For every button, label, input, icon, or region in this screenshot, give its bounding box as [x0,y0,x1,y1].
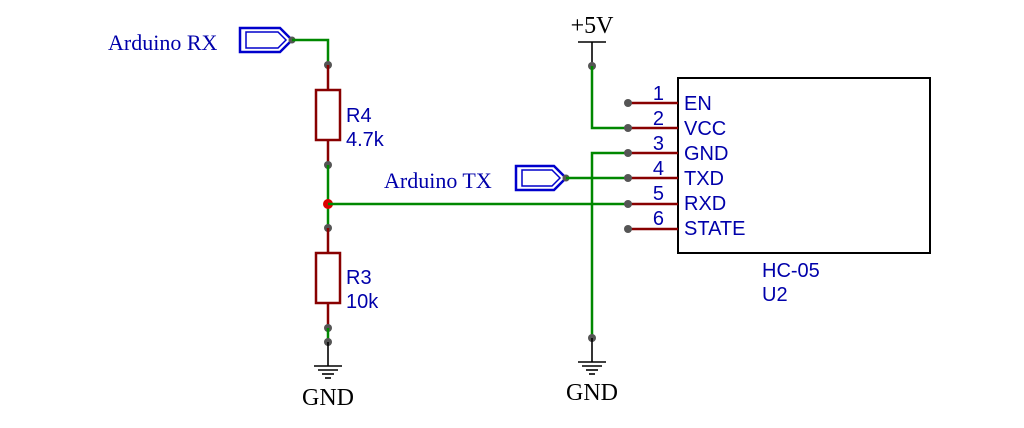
ground-left-symbol [314,365,342,379]
arduino-rx-label: Arduino RX [108,30,218,55]
pin-3-name: GND [684,143,728,165]
module-name: HC-05 [762,260,820,282]
vcc-label: +5V [571,13,615,39]
pin-3-number: 3 [653,133,664,155]
resistor-r3 [314,251,342,305]
r3-ref: R3 [346,267,372,289]
wire-rx-to-r4 [292,38,330,65]
ground-right-symbol [578,361,606,375]
arduino-tx-label: Arduino TX [384,168,492,193]
pin-2-name: VCC [684,118,726,140]
module-pin-6: 6 STATE [624,208,745,240]
module-ref: U2 [762,284,788,306]
pin-5-number: 5 [653,183,664,205]
pin-2-number: 2 [653,108,664,130]
module-pin-3: 3 GND [624,133,728,165]
wire-vcc [590,66,628,130]
module-pin-5: 5 RXD [624,183,726,215]
arduino-rx-port-inner [245,31,288,49]
pin-1-name: EN [684,93,712,115]
module-pin-2: 2 VCC [624,108,726,140]
pin-6-number: 6 [653,208,664,230]
pin-6-name: STATE [684,218,745,240]
resistor-r4 [314,88,342,142]
pin-5-name: RXD [684,193,726,215]
r3-value: 10k [346,291,379,313]
r4-value: 4.7k [346,129,385,151]
hc05-module-body [677,77,931,254]
r4-ref: R4 [346,105,372,127]
wire-gnd-module [590,151,628,338]
pin-1-number: 1 [653,83,664,105]
pin-4-name: TXD [684,168,724,190]
module-pin-1: 1 EN [624,83,712,115]
gnd-right-label: GND [566,380,618,406]
pin-4-number: 4 [653,158,664,180]
arduino-tx-port-inner [521,169,562,187]
module-pin-4: 4 TXD [624,158,724,190]
gnd-left-label: GND [302,385,354,411]
